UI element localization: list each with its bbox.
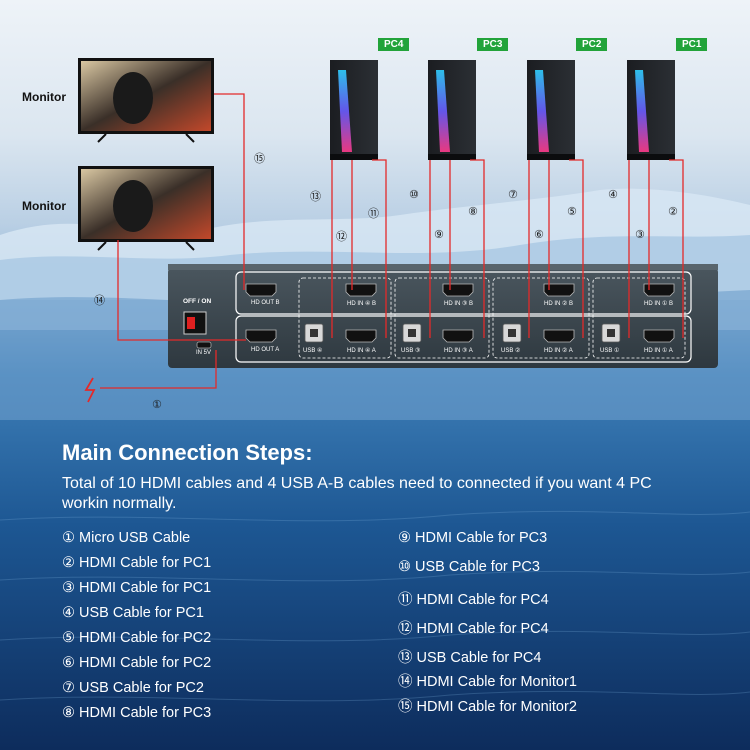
cable-number-5: ⑤ — [567, 205, 577, 218]
cable-number-6: ⑥ — [534, 228, 544, 241]
hdmi-in-1b-label: HD IN ① B — [644, 301, 674, 307]
pc-4-tower — [330, 60, 378, 160]
pc-3-tower — [428, 60, 476, 160]
hdmi-in-3b-label: HD IN ③ B — [444, 301, 474, 307]
step-item: ③ HDMI Cable for PC1 — [62, 580, 212, 596]
pc-1-tag: PC1 — [676, 38, 708, 51]
hdmi-in-4a-label: HD IN ④ A — [347, 348, 376, 354]
hdmi-in-4b-label: HD IN ④ B — [347, 301, 377, 307]
cable-number-12: ⑫ — [336, 230, 347, 243]
power-switch-label: OFF / ON — [183, 298, 212, 305]
step-item: ⑮ HDMI Cable for Monitor2 — [398, 699, 577, 715]
cable-number-3: ③ — [635, 228, 645, 241]
hdmi-out-b-label: HD OUT B — [251, 300, 280, 306]
pc-2-tag: PC2 — [576, 38, 608, 51]
pc-2-tower — [527, 60, 575, 160]
step-item: ⑬ USB Cable for PC4 — [398, 650, 542, 666]
hdmi-in-3a-label: HD IN ③ A — [444, 348, 473, 354]
cable-number-2: ② — [668, 205, 678, 218]
usb-2-label: USB ② — [501, 348, 521, 354]
step-item: ⑨ HDMI Cable for PC3 — [398, 530, 548, 546]
usb-1-label: USB ① — [600, 348, 620, 354]
cable-number-4: ④ — [608, 188, 618, 201]
step-item: ⑩ USB Cable for PC3 — [398, 559, 540, 575]
step-item: ② HDMI Cable for PC1 — [62, 555, 212, 571]
monitor-1-label: Monitor — [22, 90, 66, 104]
monitor-1 — [78, 58, 214, 143]
cable-number-1: ① — [152, 398, 162, 411]
steps-title: Main Connection Steps: — [62, 440, 313, 465]
cable-number-13: ⑬ — [310, 190, 321, 203]
step-item: ⑦ USB Cable for PC2 — [62, 680, 204, 696]
cable-number-10: ⑩ — [409, 188, 419, 201]
pc-1-tower — [627, 60, 675, 160]
step-item: ⑪ HDMI Cable for PC4 — [398, 592, 549, 608]
cable-number-14: ⑭ — [94, 294, 105, 307]
usb-4-label: USB ④ — [303, 348, 323, 354]
step-item: ④ USB Cable for PC1 — [62, 605, 204, 621]
step-item: ⑫ HDMI Cable for PC4 — [398, 621, 549, 637]
steps-description: Total of 10 HDMI cables and 4 USB A-B ca… — [62, 475, 652, 512]
pc-4-tag: PC4 — [378, 38, 410, 51]
cable-number-7: ⑦ — [508, 188, 518, 201]
step-item: ⑥ HDMI Cable for PC2 — [62, 655, 212, 671]
hdmi-in-2a-label: HD IN ② A — [544, 348, 573, 354]
hdmi-out-a-label: HD OUT A — [251, 347, 280, 353]
step-item: ⑤ HDMI Cable for PC2 — [62, 630, 212, 646]
hdmi-in-2b-label: HD IN ② B — [544, 301, 574, 307]
cable-number-11: ⑪ — [368, 207, 379, 220]
cable-overlay — [84, 93, 684, 403]
cable-number-9: ⑨ — [434, 228, 444, 241]
cable-number-15: ⑮ — [254, 152, 265, 165]
step-item: ⑭ HDMI Cable for Monitor1 — [398, 674, 577, 690]
cable-number-8: ⑧ — [468, 205, 478, 218]
hdmi-in-1a-label: HD IN ① A — [644, 348, 673, 354]
monitor-2 — [78, 166, 214, 251]
power-input-label: IN 5V — [196, 350, 212, 356]
step-item: ① Micro USB Cable — [62, 530, 191, 546]
usb-3-label: USB ③ — [401, 348, 421, 354]
pc-3-tag: PC3 — [477, 38, 509, 51]
step-item: ⑧ HDMI Cable for PC3 — [62, 705, 212, 721]
monitor-2-label: Monitor — [22, 199, 66, 213]
kvm-switch — [168, 264, 718, 368]
